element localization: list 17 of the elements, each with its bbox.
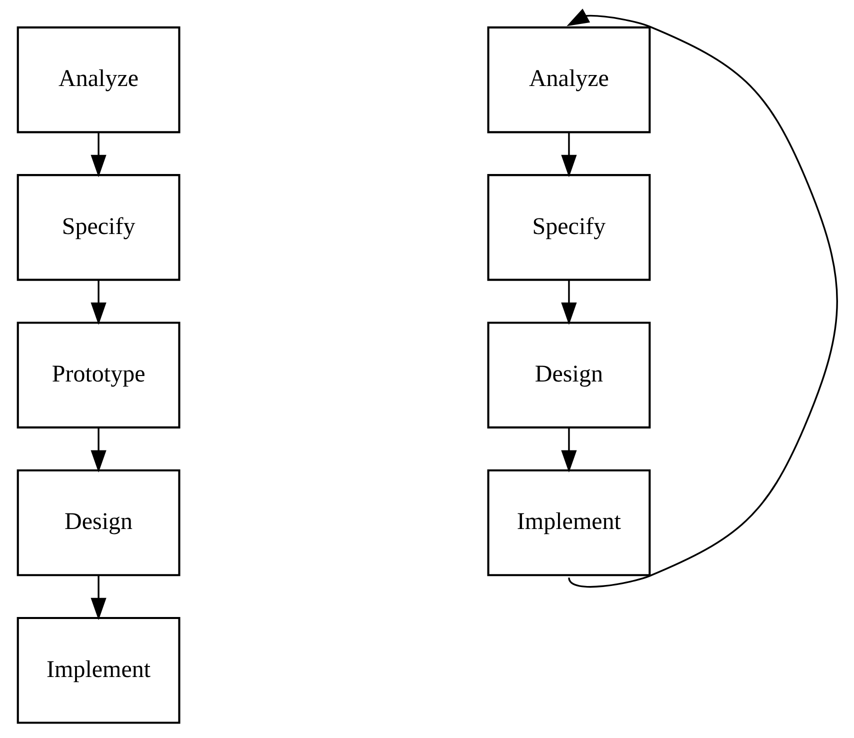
node-box: Design bbox=[486, 322, 650, 428]
node-box: Implement bbox=[486, 469, 650, 576]
arrow bbox=[90, 132, 106, 178]
arrow bbox=[90, 576, 106, 620]
arrow bbox=[566, 8, 838, 588]
arrow bbox=[560, 132, 576, 178]
arrow bbox=[560, 280, 576, 325]
node-box: Specify bbox=[16, 174, 180, 281]
node-box: Specify bbox=[486, 174, 650, 281]
node-box: Prototype bbox=[16, 322, 180, 428]
arrow bbox=[90, 428, 106, 473]
node-box: Analyze bbox=[486, 26, 650, 134]
node-box: Design bbox=[16, 469, 180, 576]
node-box: Implement bbox=[16, 617, 180, 724]
arrow bbox=[560, 428, 576, 473]
arrow bbox=[90, 280, 106, 325]
node-box: Analyze bbox=[16, 26, 180, 134]
